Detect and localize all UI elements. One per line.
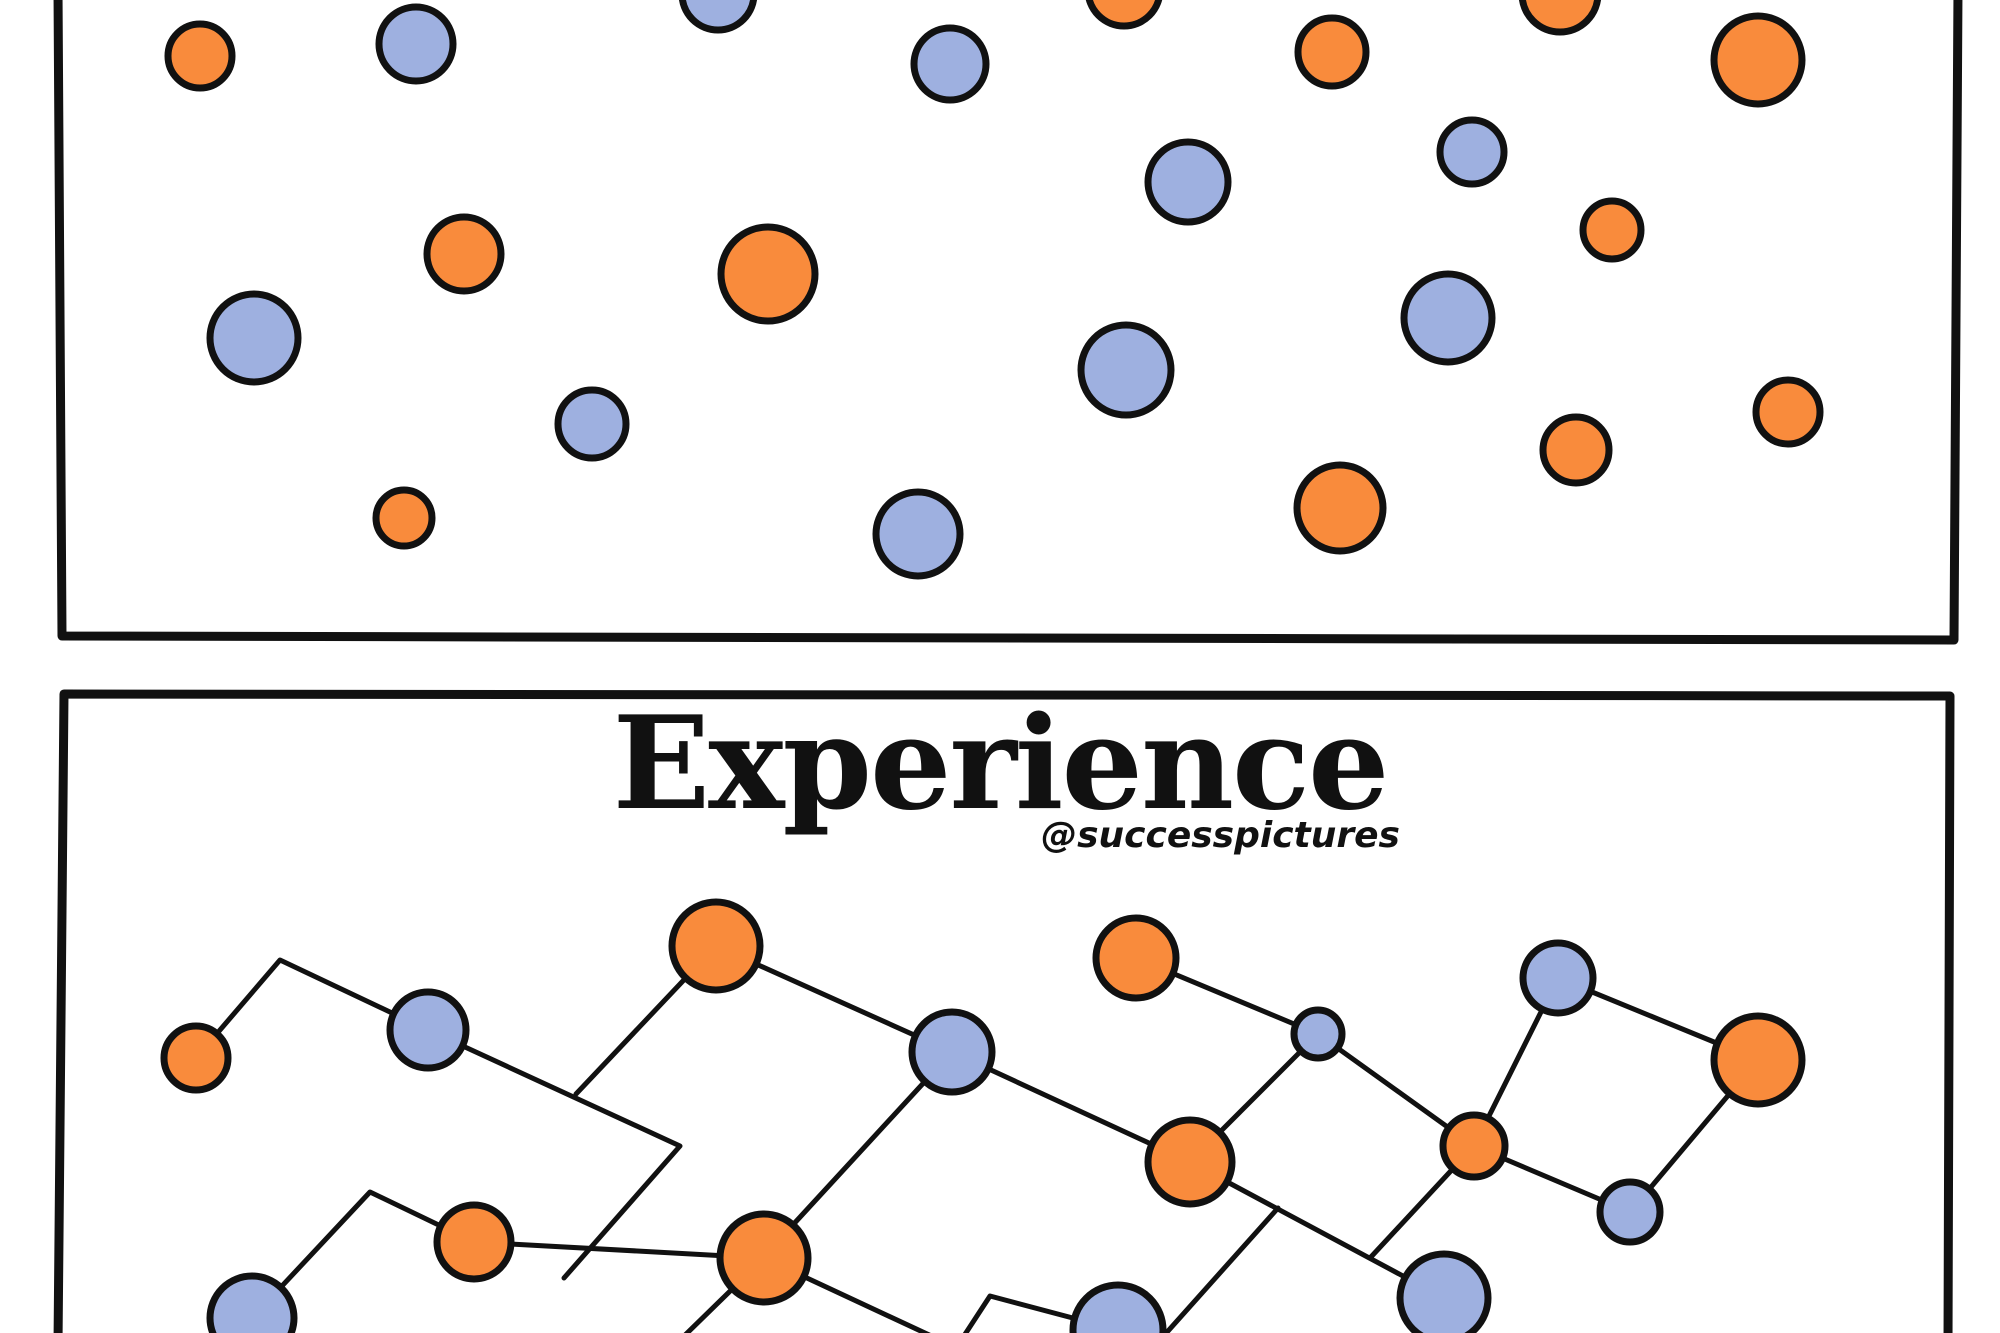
dot-orange [372,486,436,550]
network-link [1162,1205,1281,1333]
node-blue [908,1008,996,1096]
network-link [471,1239,767,1261]
dot-blue [1436,116,1508,188]
panel-frames [53,0,1963,1333]
dot-orange [1294,14,1370,90]
watermark-credit: @successpictures [1041,815,1400,856]
dot-blue [910,24,990,104]
node-orange [1144,1116,1236,1208]
network-link [193,957,431,1061]
dot-orange [1518,0,1602,36]
node-blue [1290,1006,1346,1062]
dot-orange [1539,413,1613,487]
node-blue [1596,1178,1664,1246]
dot-blue [1144,138,1232,226]
scattered-dots [164,0,1824,580]
network-nodes [160,898,1806,1333]
node-blue [1396,1250,1492,1333]
dot-blue [872,488,964,580]
dot-orange [1293,461,1387,555]
dot-blue [206,290,302,386]
node-orange [433,1201,515,1283]
dot-blue [554,386,630,462]
dot-orange [1752,376,1824,448]
network-link [425,1027,683,1281]
node-orange [668,898,764,994]
dot-orange [164,20,236,92]
dot-orange [1579,197,1645,263]
node-orange [1710,1012,1806,1108]
dot-orange [1085,0,1163,30]
node-orange [716,1210,812,1306]
dot-blue [1400,270,1496,366]
network-link [1187,1159,1447,1301]
bottom-panel-frame [53,689,1955,1333]
dot-orange [717,223,819,325]
node-orange [1439,1111,1509,1181]
panel-title: Experience [612,689,1390,839]
node-blue [206,1272,298,1333]
node-orange [1092,914,1180,1002]
node-blue [386,988,470,1072]
node-orange [160,1022,232,1094]
dot-orange [423,213,505,295]
node-blue [1069,1281,1167,1333]
dot-blue [1077,321,1175,419]
top-panel-frame [53,0,1963,645]
dot-orange [1710,12,1806,108]
node-blue [1519,939,1597,1017]
dot-blue [678,0,758,34]
dot-blue [375,3,457,85]
